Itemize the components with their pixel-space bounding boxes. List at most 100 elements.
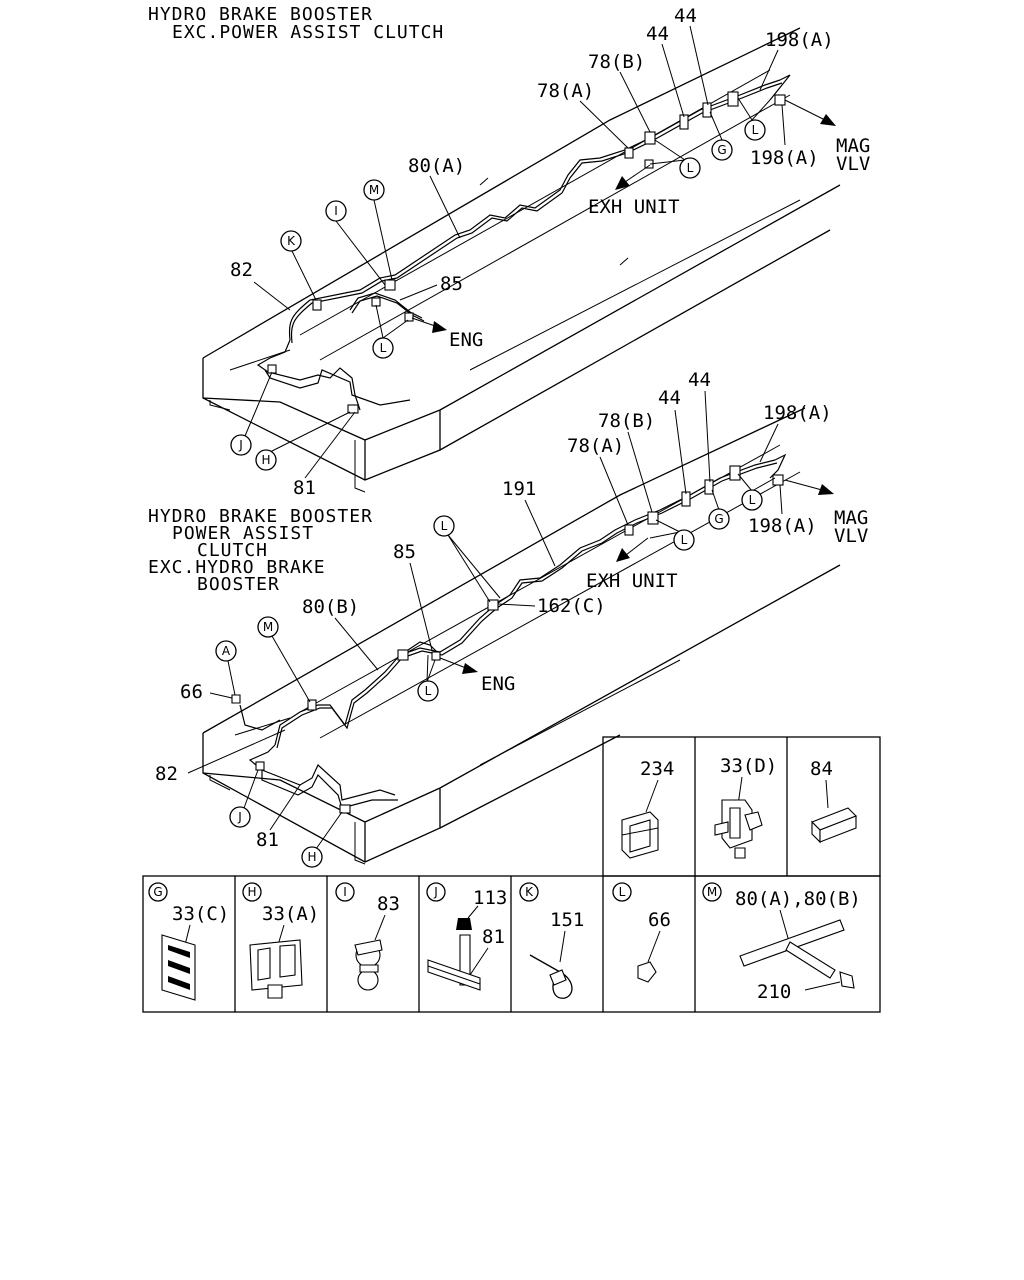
bclip-44b	[704, 479, 714, 495]
svg-text:K: K	[287, 234, 296, 248]
bottom-title-line1: HYDRO BRAKE BOOSTER	[148, 506, 373, 527]
svg-text:M: M	[707, 885, 717, 899]
svg-text:L: L	[687, 161, 694, 175]
top-clips	[267, 91, 786, 414]
top-arrow-exh-icon	[615, 176, 630, 190]
bottom-label-81: 81	[256, 829, 279, 851]
top-callout-k	[280, 230, 302, 252]
svg-text:J: J	[238, 438, 243, 452]
top-label-81: 81	[293, 477, 316, 499]
svg-text:L: L	[425, 684, 432, 698]
bottom-callout-l-eng	[417, 680, 439, 702]
detail-key-h	[242, 882, 262, 902]
bottom-callout-l-exh	[673, 529, 695, 551]
bottom-label-66: 66	[180, 681, 203, 703]
bclip-m	[307, 699, 317, 711]
detail-part-84: 84	[810, 758, 833, 780]
detail-part-83: 83	[377, 893, 400, 915]
top-label-85: 85	[440, 273, 463, 295]
top-dest-vlv: VLV	[836, 153, 870, 175]
top-title-line1: HYDRO BRAKE BOOSTER	[148, 4, 373, 25]
bclip-44a	[681, 491, 691, 507]
bottom-title-line5: BOOSTER	[197, 574, 280, 595]
svg-text:I: I	[343, 885, 347, 899]
bottom-part-labels: 44 44 198(A) 78(B) 78(A) 191 198(A) 162(…	[155, 369, 832, 851]
detail-cell-m: M 80(A),80(B) 210	[702, 882, 861, 1003]
bclip-162c	[487, 599, 499, 611]
bottom-dest-eng: ENG	[481, 673, 515, 695]
detail-key-i	[335, 882, 355, 902]
bottom-callout-a	[215, 640, 237, 662]
detail-cell-84: 84	[810, 758, 857, 844]
bottom-title-line4: EXC.HYDRO BRAKE	[148, 557, 326, 578]
detail-key-l	[612, 882, 632, 902]
detail-part-33a: 33(A)	[262, 903, 319, 925]
top-callout-g	[711, 139, 733, 161]
cable-tie-151-icon	[529, 954, 573, 999]
bclip-j	[255, 761, 265, 771]
clip-44b	[702, 102, 712, 118]
clip-l-eng	[371, 297, 381, 307]
detail-cell-g: G 33(C)	[148, 882, 229, 1001]
svg-text:L: L	[441, 519, 448, 533]
bclip-78a	[624, 524, 634, 536]
bclip-a-66	[231, 694, 241, 704]
detail-cell-33d: 33(D)	[714, 755, 777, 859]
bottom-dest-exh: EXH UNIT	[586, 570, 678, 592]
bclip-h	[339, 804, 351, 814]
nut-66-icon	[637, 961, 657, 983]
bottom-arrow-exh-icon	[616, 548, 630, 562]
top-callouts: G L L L M I K J H	[230, 97, 771, 471]
bclip-l-eng	[431, 651, 441, 661]
top-title-line2: EXC.POWER ASSIST CLUTCH	[172, 22, 444, 43]
bottom-dest-vlv: VLV	[834, 525, 868, 547]
clip-78a	[624, 147, 634, 159]
clip-k	[312, 299, 322, 311]
detail-key-m	[702, 882, 722, 902]
bottom-label-191: 191	[502, 478, 536, 500]
svg-text:L: L	[749, 493, 756, 507]
bottom-label-82: 82	[155, 763, 178, 785]
top-callout-l-mag	[744, 119, 766, 141]
bclip-85	[397, 649, 409, 661]
detail-part-210: 210	[757, 981, 791, 1003]
bottom-frame-rail	[202, 407, 841, 865]
clip-l-eng2	[404, 312, 414, 322]
top-callout-i	[325, 200, 347, 222]
bottom-label-44-lower: 44	[658, 387, 681, 409]
svg-text:L: L	[619, 885, 626, 899]
svg-text:J: J	[237, 810, 242, 824]
bottom-callout-m	[257, 616, 279, 638]
top-label-198a-bottom: 198(A)	[750, 147, 819, 169]
bclip-198a	[729, 465, 741, 481]
svg-text:M: M	[369, 183, 379, 197]
clip-44a	[679, 114, 689, 130]
svg-text:A: A	[222, 644, 231, 658]
bottom-label-80b: 80(B)	[302, 596, 359, 618]
top-callout-h	[255, 449, 277, 471]
top-dest-exh: EXH UNIT	[588, 196, 680, 218]
top-dest-eng: ENG	[449, 329, 483, 351]
top-callout-l-eng	[372, 337, 394, 359]
detail-cell-j: J 113 81	[426, 882, 507, 991]
detail-key-k	[519, 882, 539, 902]
svg-text:I: I	[334, 204, 338, 218]
svg-text:M: M	[263, 620, 273, 634]
bottom-callouts: G L L L L M A J	[215, 473, 776, 868]
top-pipes	[256, 74, 791, 411]
svg-text:H: H	[307, 850, 316, 864]
svg-text:L: L	[681, 533, 688, 547]
clip-198a	[727, 91, 739, 107]
clip-198a-lower	[774, 94, 786, 106]
top-part-labels: 44 44 198(A) 78(B) 78(A) 198(A) 80(A) 82…	[230, 5, 834, 499]
svg-text:G: G	[714, 512, 723, 526]
bottom-label-85: 85	[393, 541, 416, 563]
top-dest-mag: MAG	[836, 135, 870, 157]
detail-part-234: 234	[640, 758, 674, 780]
top-label-198a-top: 198(A)	[765, 29, 834, 51]
nut-113-icon	[456, 918, 472, 930]
clip-78b	[644, 131, 656, 145]
bottom-label-198a-bottom: 198(A)	[748, 515, 817, 537]
bottom-view: HYDRO BRAKE BOOSTER POWER ASSIST CLUTCH …	[148, 369, 868, 868]
